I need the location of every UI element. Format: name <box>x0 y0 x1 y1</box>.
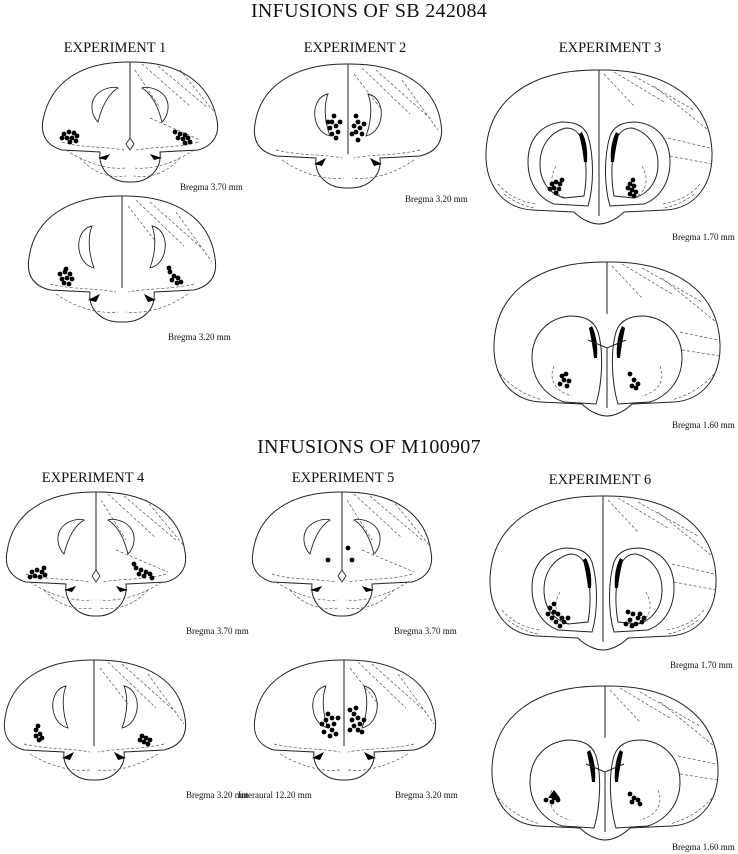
experiment-3-title: EXPERIMENT 3 <box>558 40 662 56</box>
bregma-label-exp3-top: Bregma 1.70 mm <box>672 232 735 242</box>
exp1-section-bregma-3.20 <box>27 195 217 323</box>
infusion-sites-exp4-b <box>33 723 153 747</box>
bregma-label-exp5-bottom: Bregma 3.20 mm <box>395 790 458 800</box>
exp3-section-bregma-1.70 <box>485 69 713 225</box>
infusion-sites-exp3-b <box>557 371 641 391</box>
infusion-sites-exp2 <box>325 113 367 143</box>
infusion-sites-exp6-a <box>545 601 647 629</box>
bregma-label-exp2: Bregma 3.20 mm <box>405 194 468 204</box>
exp5-section-bregma-3.70 <box>251 491 433 617</box>
bregma-label-exp6-top: Bregma 1.70 mm <box>670 660 733 670</box>
infusion-sites-exp5-b <box>319 705 367 739</box>
exp3-section-bregma-1.60 <box>493 261 721 417</box>
infusion-sites-exp6-b <box>543 790 643 807</box>
infusion-sites-exp1-b <box>57 265 184 287</box>
interaural-label-exp5: Interaural 12.20 mm <box>238 790 312 800</box>
exp4-section-bregma-3.70 <box>5 491 187 617</box>
bregma-label-exp4-top: Bregma 3.70 mm <box>186 626 249 636</box>
infusion-sites-exp1-a <box>59 129 193 146</box>
experiment-5-title: EXPERIMENT 5 <box>291 470 395 486</box>
bregma-label-exp3-bottom: Bregma 1.60 mm <box>672 420 735 430</box>
bregma-label-exp4-bottom: Bregma 3.20 mm <box>186 790 249 800</box>
infusion-sites-exp4-a <box>27 561 155 581</box>
bregma-label-exp5-top: Bregma 3.70 mm <box>394 626 457 636</box>
bregma-label-exp1-bottom: Bregma 3.20 mm <box>168 332 231 342</box>
exp6-section-bregma-1.60 <box>491 685 719 841</box>
exp1-section-bregma-3.70 <box>41 61 219 183</box>
exp4-section-bregma-3.20 <box>3 659 187 781</box>
heading-m100907: INFUSIONS OF M100907 <box>257 436 481 458</box>
experiment-2-title: EXPERIMENT 2 <box>303 40 407 56</box>
exp6-section-bregma-1.70 <box>489 495 717 651</box>
infusion-sites-exp3-a <box>547 177 639 199</box>
infusion-sites-exp5-a <box>325 545 355 563</box>
bregma-label-exp1-top: Bregma 3.70 mm <box>180 182 243 192</box>
experiment-6-title: EXPERIMENT 6 <box>548 472 652 488</box>
heading-sb242084: INFUSIONS OF SB 242084 <box>250 0 488 22</box>
experiment-4-title: EXPERIMENT 4 <box>41 470 145 486</box>
exp2-section-bregma-3.20 <box>253 63 443 189</box>
bregma-label-exp6-bottom: Bregma 1.60 mm <box>672 842 735 852</box>
experiment-1-title: EXPERIMENT 1 <box>63 40 167 56</box>
exp5-section-bregma-3.20 <box>253 659 437 781</box>
